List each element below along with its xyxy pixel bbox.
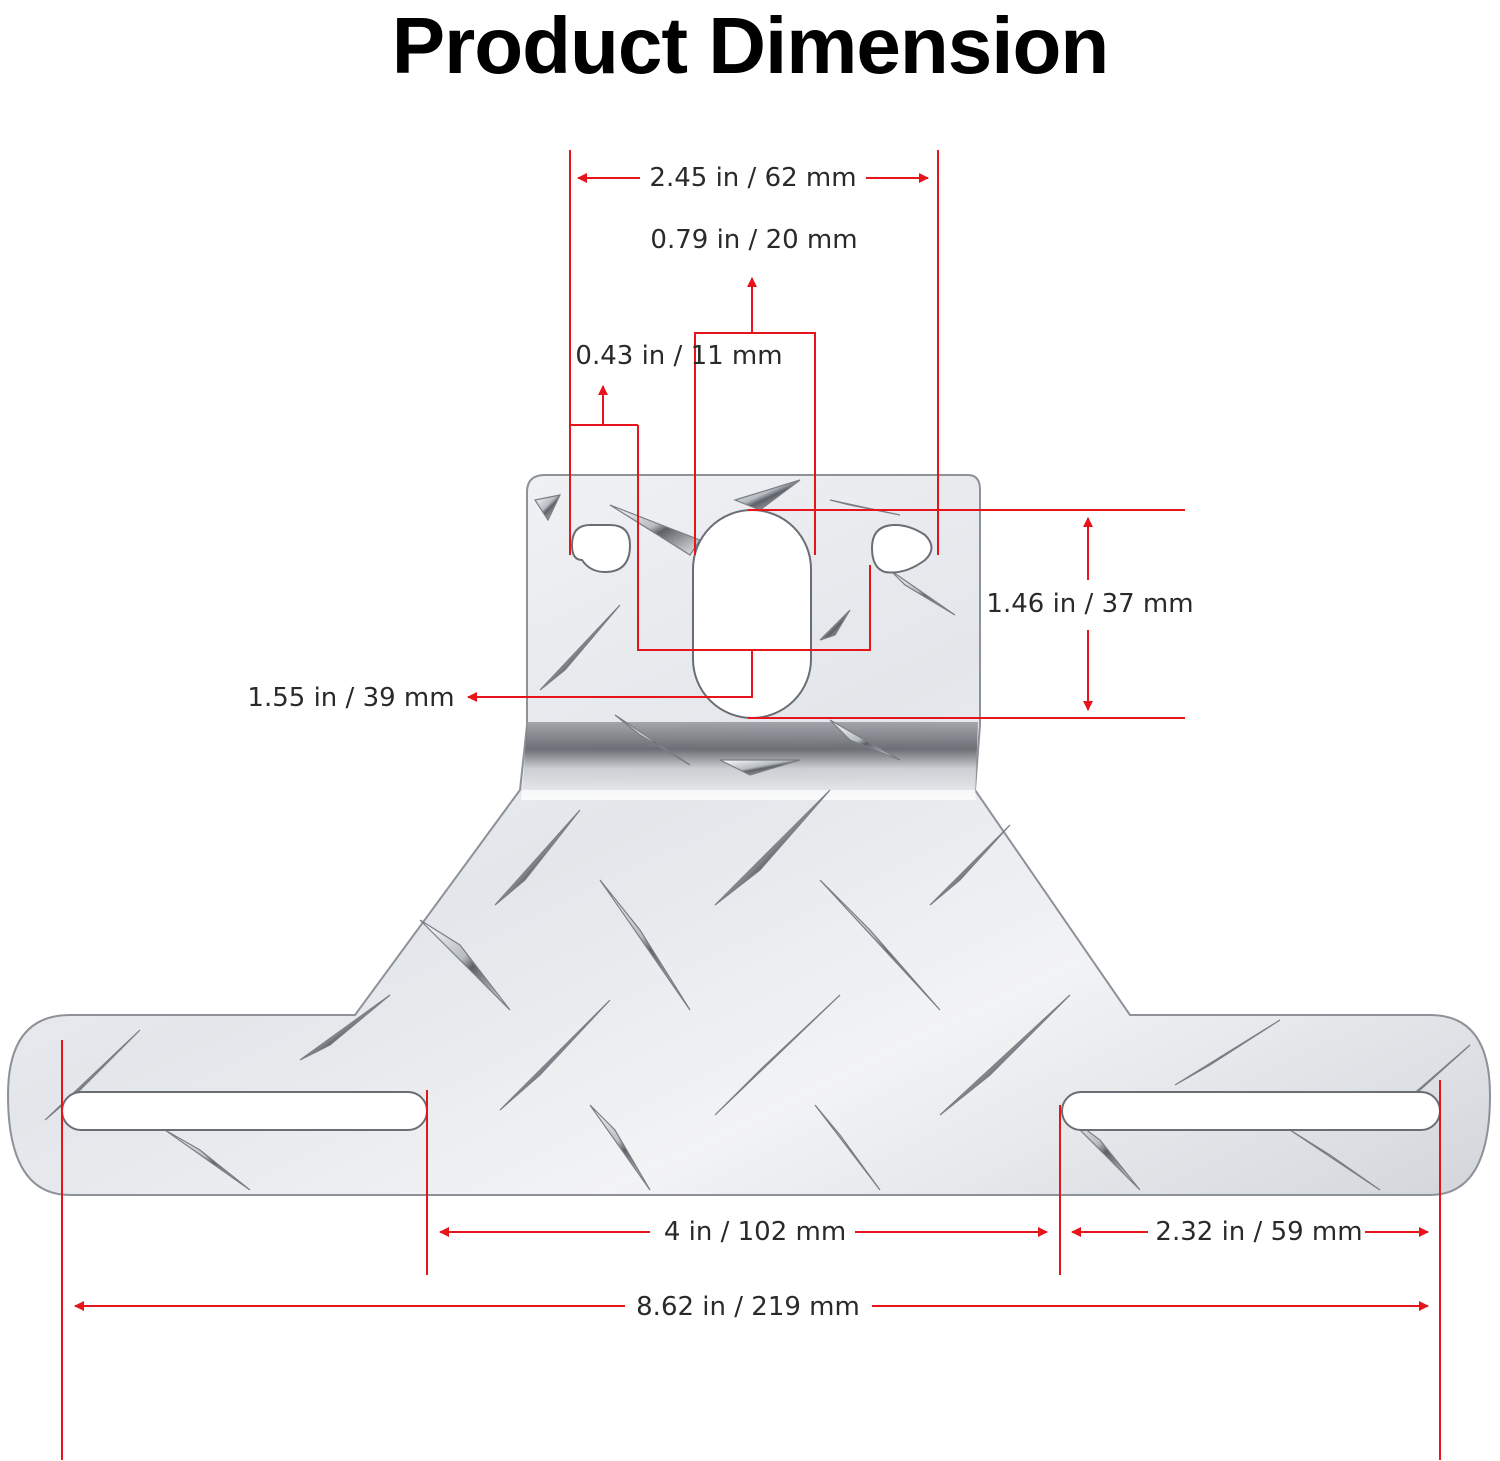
right-side-slot (1061, 1091, 1441, 1131)
diamond-tread-pattern (44, 479, 1471, 1191)
bracket-outline (6, 474, 1492, 1196)
slot-width-bracket (694, 332, 816, 555)
page-title: Product Dimension (391, 1, 1109, 90)
hole-spacing-bracket (637, 555, 871, 651)
dim-label-hole-width: 0.43 in / 11 mm (575, 341, 782, 371)
dim-label-hole-spacing: 1.55 in / 39 mm (247, 683, 454, 713)
dim-label-overall-length: 8.62 in / 219 mm (636, 1292, 860, 1322)
dim-label-top-width: 2.45 in / 62 mm (649, 163, 856, 193)
left-keyhole (570, 524, 632, 574)
dim-label-slot-height: 1.46 in / 37 mm (986, 589, 1193, 619)
dim-label-side-slot-length: 2.32 in / 59 mm (1155, 1217, 1362, 1247)
dim-label-slot-width: 0.79 in / 20 mm (650, 225, 857, 255)
bracket-plate (6, 474, 1492, 1196)
bend-highlight (521, 790, 976, 800)
dimension-labels: 2.45 in / 62 mm 0.79 in / 20 mm 0.43 in … (247, 163, 1362, 1322)
dimension-lines (61, 150, 1441, 1460)
dim-label-inner-slot-spacing: 4 in / 102 mm (664, 1217, 846, 1247)
right-keyhole (870, 523, 933, 574)
left-side-slot (61, 1091, 428, 1131)
hole-spacing-leader (475, 650, 753, 698)
